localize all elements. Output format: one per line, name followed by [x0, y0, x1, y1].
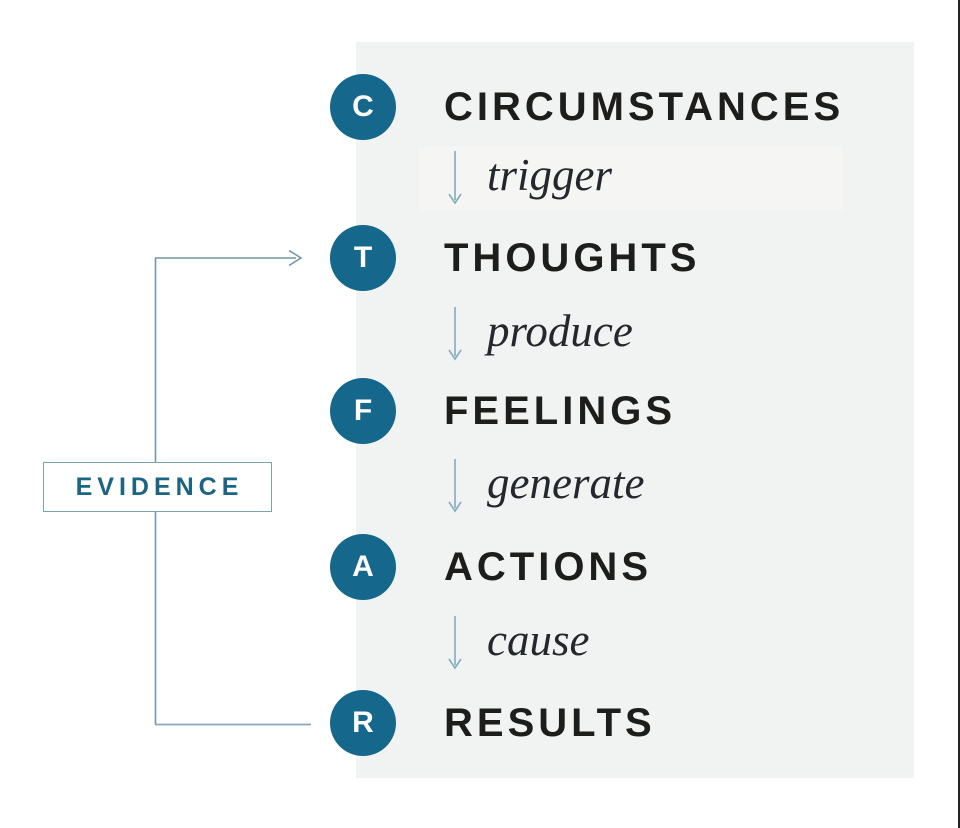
step-badge-thoughts: T — [330, 225, 396, 291]
down-arrow-icon — [448, 616, 462, 670]
step-badge-actions: A — [330, 534, 396, 600]
step-badge-results: R — [330, 690, 396, 756]
right-arrowhead-icon — [288, 249, 303, 267]
down-arrow-icon — [448, 151, 462, 205]
step-initial: R — [352, 706, 374, 739]
evidence-box: EVIDENCE — [43, 462, 272, 512]
step-label-results: RESULTS — [444, 701, 656, 745]
step-initial: A — [352, 550, 374, 583]
step-label-feelings: FEELINGS — [444, 389, 677, 433]
verb-row-trigger: trigger — [447, 147, 612, 211]
step-badge-feelings: F — [330, 378, 396, 444]
step-label-actions: ACTIONS — [444, 545, 652, 589]
verb-row-generate: generate — [447, 455, 644, 519]
down-arrow-icon — [448, 307, 462, 361]
trigger-highlight-band — [418, 147, 842, 211]
step-label-thoughts: THOUGHTS — [444, 236, 701, 280]
step-label-circumstances: CIRCUMSTANCES — [444, 85, 845, 129]
verb-row-produce: produce — [447, 303, 633, 367]
verb-label: trigger — [487, 149, 613, 200]
verb-label: cause — [487, 614, 590, 665]
step-initial: F — [353, 394, 373, 427]
step-badge-circumstances: C — [330, 74, 396, 140]
screenshot-right-edge-line — [958, 0, 960, 828]
down-arrow-icon — [448, 459, 462, 513]
verb-label: produce — [487, 305, 633, 356]
step-initial: C — [352, 90, 374, 123]
step-initial: T — [353, 241, 373, 274]
evidence-label: EVIDENCE — [75, 472, 244, 501]
verb-row-cause: cause — [447, 612, 589, 676]
verb-label: generate — [487, 457, 645, 508]
